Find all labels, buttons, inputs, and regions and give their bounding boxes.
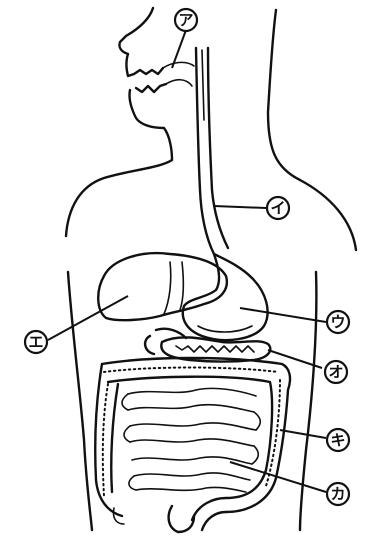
leader-ki (280, 430, 326, 438)
label-a-text: ア (178, 11, 193, 29)
stomach (183, 254, 268, 340)
esophagus (196, 48, 228, 254)
label-o: オ (325, 361, 347, 383)
liver (98, 253, 227, 320)
leader-e (48, 296, 128, 340)
label-u-text: ウ (330, 313, 345, 331)
label-e-text: エ (28, 333, 43, 351)
label-i: イ (267, 197, 289, 219)
label-a: ア (175, 9, 197, 31)
label-u: ウ (327, 311, 349, 333)
label-ki: キ (327, 429, 349, 451)
large-intestine (95, 358, 290, 532)
label-o-text: オ (328, 363, 343, 381)
label-i-text: イ (270, 199, 285, 217)
small-intestine (122, 388, 260, 492)
label-ka-text: カ (330, 485, 345, 503)
pancreas (145, 329, 270, 362)
label-ki-text: キ (330, 431, 345, 449)
leader-i (214, 206, 266, 208)
label-ka: カ (327, 483, 349, 505)
label-e: エ (25, 331, 47, 353)
leader-u (240, 308, 326, 322)
